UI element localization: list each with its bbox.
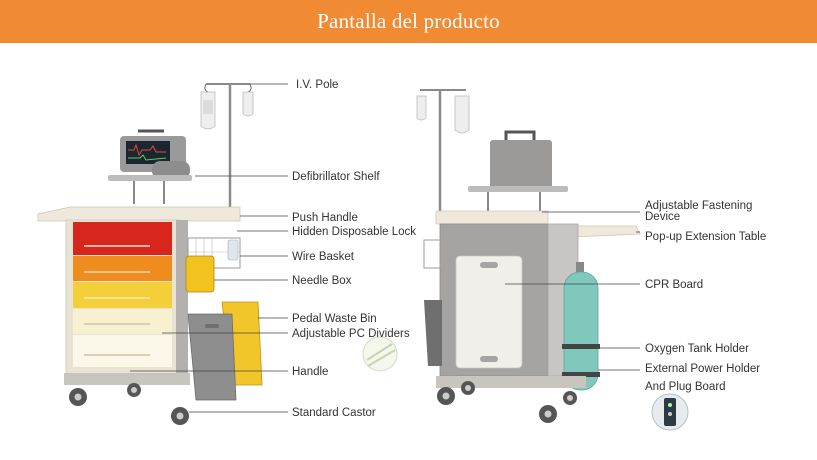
label-castor: Standard Castor — [292, 407, 376, 419]
cart-top — [37, 206, 241, 222]
page-title: Pantalla del producto — [317, 9, 500, 33]
side-column — [176, 220, 188, 378]
label-hidden-lock: Hidden Disposable Lock — [292, 226, 416, 238]
standard-castor — [69, 383, 189, 425]
iv-pole-rear — [416, 89, 470, 214]
left-leader-lines — [130, 83, 288, 413]
iv-pole — [200, 83, 254, 216]
label-iv-pole: I.V. Pole — [296, 79, 338, 91]
needle-box — [185, 255, 215, 293]
cpr-board — [455, 255, 523, 369]
castors-rear — [437, 381, 577, 423]
label-needle-box: Needle Box — [292, 275, 352, 287]
cart-top-rear — [435, 210, 549, 225]
left-cart — [37, 83, 398, 425]
label-wire-basket: Wire Basket — [292, 251, 355, 263]
drawer-stack — [73, 222, 172, 367]
defibrillator-rear — [468, 130, 568, 212]
oxygen-tank — [562, 262, 600, 391]
label-oxygen-holder: Oxygen Tank Holder — [645, 343, 749, 355]
label-push-handle: Push Handle — [292, 212, 358, 224]
label-pedal-bin: Pedal Waste Bin — [292, 313, 377, 325]
right-leader-lines — [505, 211, 640, 371]
label-fastening-line1: Adjustable Fastening — [645, 200, 752, 212]
label-power-line2: And Plug Board — [645, 381, 726, 393]
label-handle: Handle — [292, 366, 328, 378]
label-power-line1: External Power Holder — [645, 363, 760, 375]
pc-divider-sample — [362, 336, 398, 372]
label-fastening-line2: Device — [645, 211, 680, 223]
label-extension-table: Pop-up Extension Table — [645, 231, 766, 243]
label-cpr-board: CPR Board — [645, 279, 703, 291]
side-bin — [424, 300, 442, 366]
label-defibrillator-shelf: Defibrillator Shelf — [292, 171, 380, 183]
title-banner: Pantalla del producto — [0, 0, 817, 43]
pedal-waste-bin — [187, 301, 263, 401]
cart-base — [64, 373, 190, 385]
defibrillator-shelf — [108, 129, 192, 204]
cart-base-rear — [436, 376, 586, 388]
right-cart — [416, 89, 689, 431]
plug-board-sample — [651, 393, 689, 431]
label-pc-dividers: Adjustable PC Dividers — [292, 328, 410, 340]
wire-basket-rear — [423, 239, 441, 269]
